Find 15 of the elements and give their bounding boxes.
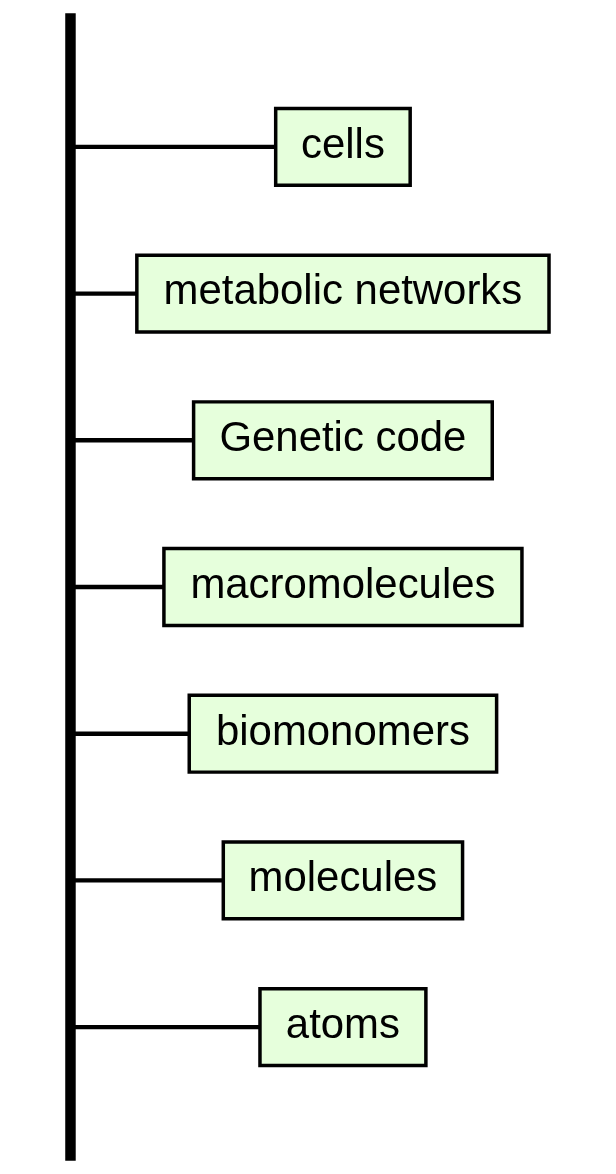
- connector: [74, 144, 276, 150]
- node-box: metabolic networks: [135, 253, 551, 334]
- connector: [74, 291, 137, 296]
- node-box: macromolecules: [162, 546, 524, 628]
- connector: [74, 438, 193, 443]
- node-box: biomonomers: [187, 693, 499, 774]
- connector: [74, 878, 224, 883]
- node-box: Genetic code: [191, 400, 494, 481]
- node-box: atoms: [258, 986, 428, 1068]
- connector: [74, 1024, 260, 1030]
- connector: [74, 731, 190, 736]
- node-bar: [65, 13, 76, 1161]
- node-box: cells: [273, 106, 412, 188]
- node-box: molecules: [221, 840, 465, 921]
- connector: [74, 584, 164, 590]
